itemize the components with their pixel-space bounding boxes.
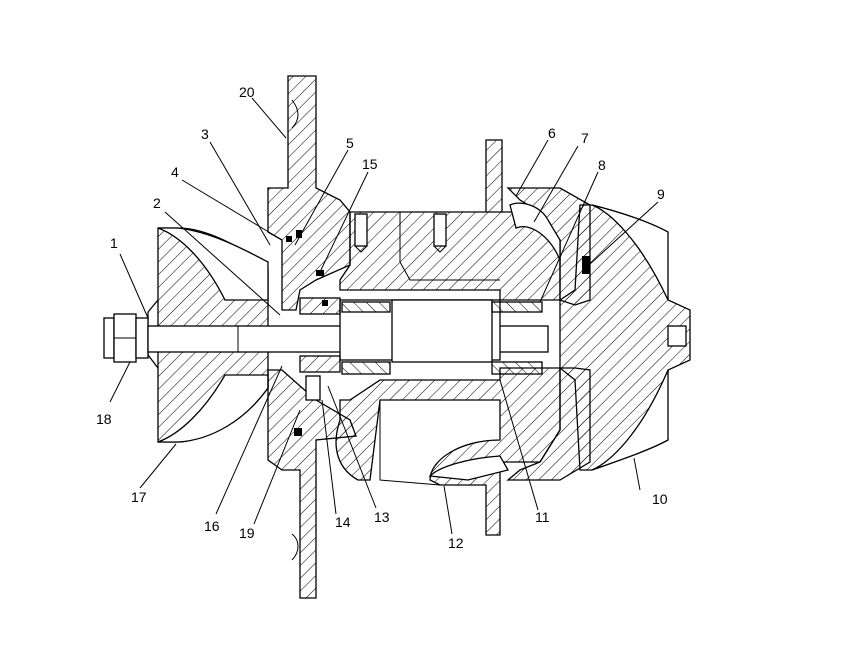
label-15: 15 (362, 156, 378, 172)
label-18: 18 (96, 411, 112, 427)
label-6: 6 (548, 125, 556, 141)
label-1: 1 (110, 235, 118, 251)
label-12: 12 (448, 535, 464, 551)
leader-lines (109, 97, 659, 535)
label-16: 16 (204, 518, 220, 534)
label-19: 19 (239, 525, 255, 541)
shaft-nut (103, 313, 149, 363)
thrust-bearing (286, 230, 341, 436)
label-8: 8 (598, 157, 606, 173)
label-11: 11 (535, 509, 550, 525)
bearing-bore (339, 299, 501, 363)
label-14: 14 (335, 514, 351, 530)
turbine-wheel (559, 204, 691, 471)
part-labels: 1 2 3 4 5 6 7 8 9 10 11 12 13 14 15 16 1… (96, 84, 668, 551)
label-13: 13 (374, 509, 390, 525)
label-17: 17 (131, 489, 147, 505)
label-10: 10 (652, 491, 668, 507)
journal-bearings (341, 301, 543, 375)
label-4: 4 (171, 164, 179, 180)
label-7: 7 (581, 130, 589, 146)
label-9: 9 (657, 186, 665, 202)
label-5: 5 (346, 135, 354, 151)
label-20: 20 (239, 84, 255, 100)
label-3: 3 (201, 126, 209, 142)
label-2: 2 (153, 195, 161, 211)
